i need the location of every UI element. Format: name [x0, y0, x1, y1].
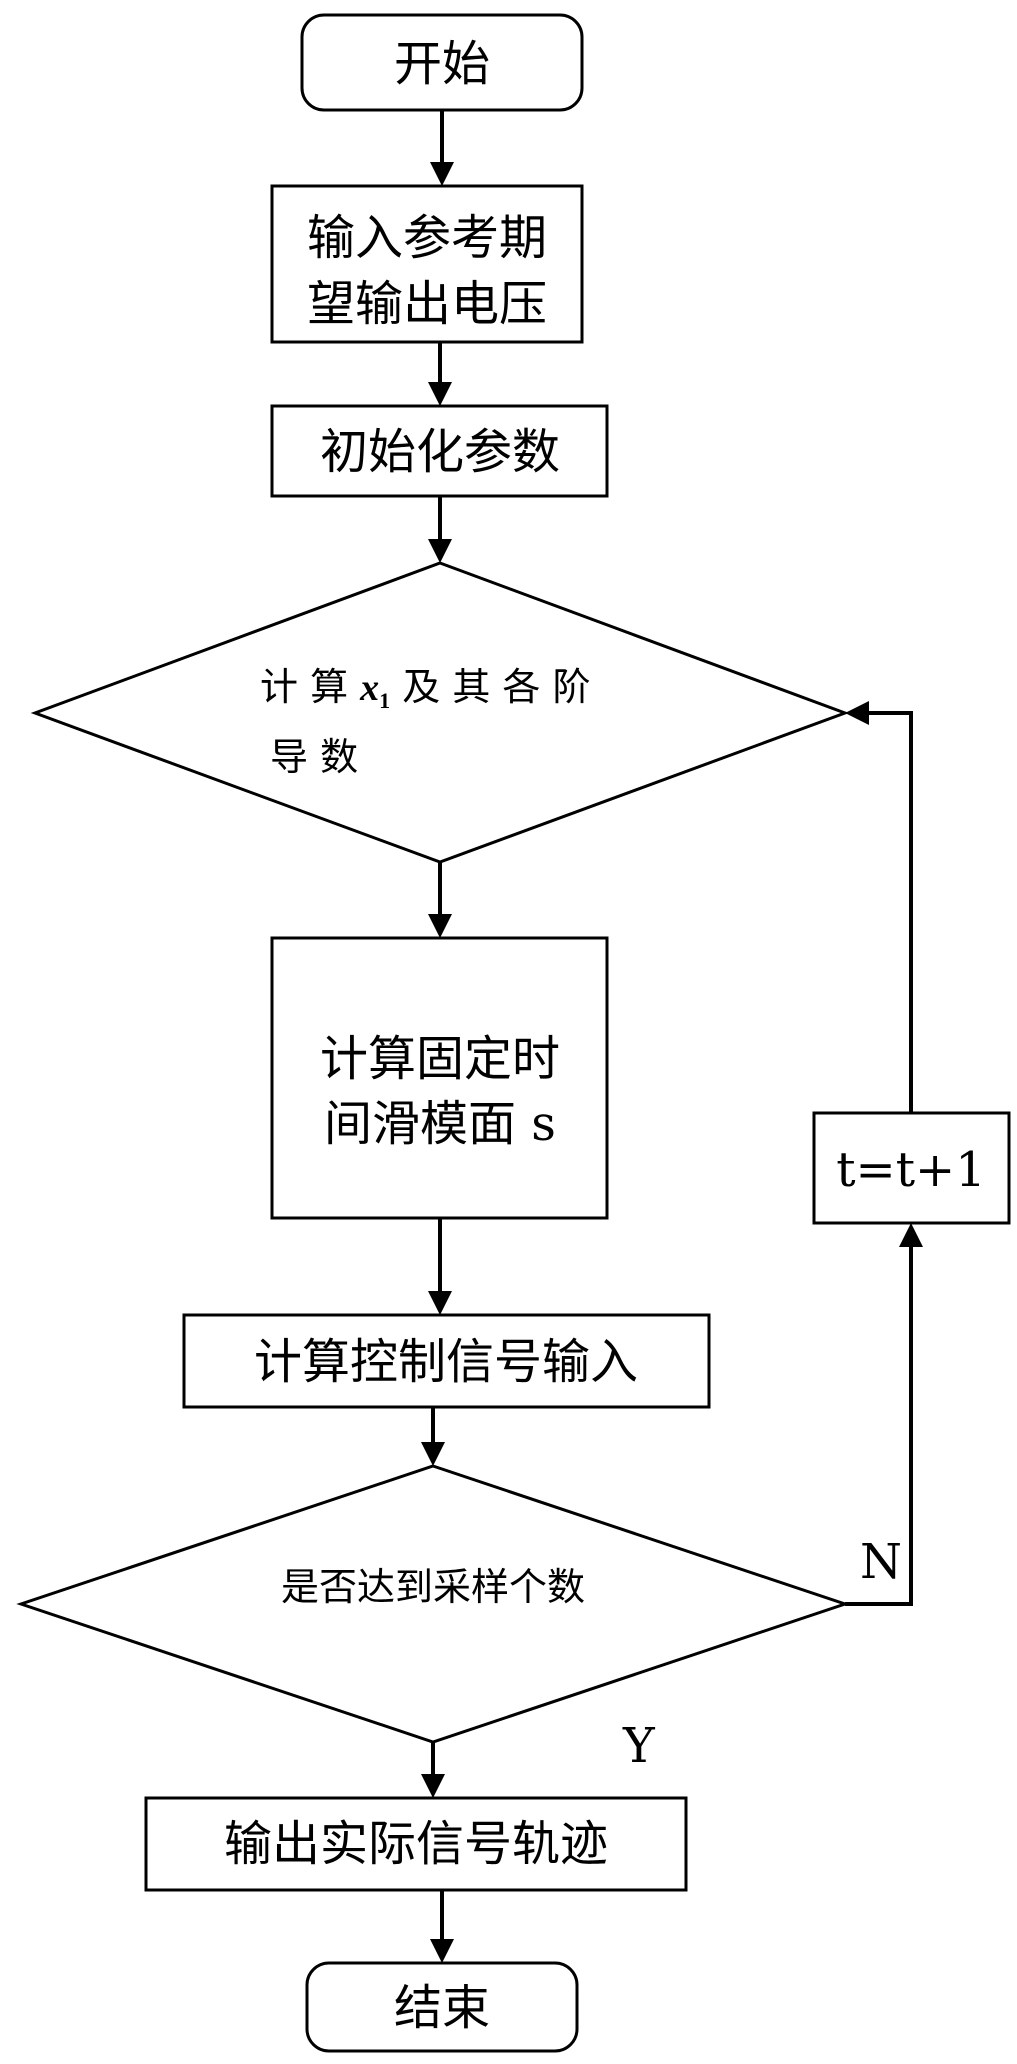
compute-xi-label-line2: 导 数	[270, 735, 358, 779]
increment-node: t=t+1	[812, 1111, 1011, 1225]
input-reference-label-line2: 望输出电压	[307, 276, 547, 332]
end-node: 结束	[305, 1961, 579, 2053]
input-reference-node: 输入参考期 望输出电压	[270, 184, 584, 344]
input-reference-label-line1: 输入参考期	[307, 210, 547, 266]
end-label: 结束	[394, 1980, 490, 2036]
connector-output-to-end	[430, 1890, 454, 1963]
increment-label: t=t+1	[836, 1142, 986, 1198]
connector-no-to-increment	[845, 1223, 923, 1606]
connector-start-to-input	[430, 110, 454, 186]
start-node: 开始	[300, 13, 584, 112]
compute-control-label: 计算控制信号输入	[254, 1334, 638, 1390]
connector-surface-to-control	[428, 1218, 452, 1315]
output-trajectory-label: 输出实际信号轨迹	[224, 1816, 608, 1872]
init-params-node: 初始化参数	[270, 404, 609, 498]
connector-decision-to-output	[421, 1742, 445, 1798]
compute-xi-label-line1: 计 算 x1 及 其 各 阶	[260, 665, 591, 713]
connector-control-to-decision	[421, 1407, 445, 1466]
compute-surface-node: 计算固定时 间滑模面 s	[270, 936, 609, 1220]
compute-surface-label-line1: 计算固定时	[320, 1031, 560, 1087]
compute-xi-node: 计 算 x1 及 其 各 阶 导 数	[30, 561, 850, 864]
edge-label-no: N	[860, 1534, 902, 1590]
connector-input-to-init	[428, 342, 452, 406]
output-trajectory-node: 输出实际信号轨迹	[144, 1796, 688, 1892]
edge-label-yes: Y	[622, 1718, 656, 1774]
connector-increment-to-compute-xi	[845, 701, 913, 1113]
init-params-label: 初始化参数	[320, 424, 560, 480]
compute-control-node: 计算控制信号输入	[182, 1313, 711, 1409]
decision-samples-node: 是否达到采样个数	[16, 1464, 850, 1744]
decision-samples-label: 是否达到采样个数	[281, 1565, 585, 1609]
compute-xi-var: x	[359, 667, 379, 709]
connector-compute-xi-to-surface	[428, 862, 452, 938]
compute-xi-var-subscript: 1	[379, 688, 390, 713]
start-label: 开始	[394, 36, 490, 92]
connector-init-to-compute-xi	[428, 496, 452, 563]
compute-surface-label-line2: 间滑模面 s	[324, 1096, 556, 1152]
